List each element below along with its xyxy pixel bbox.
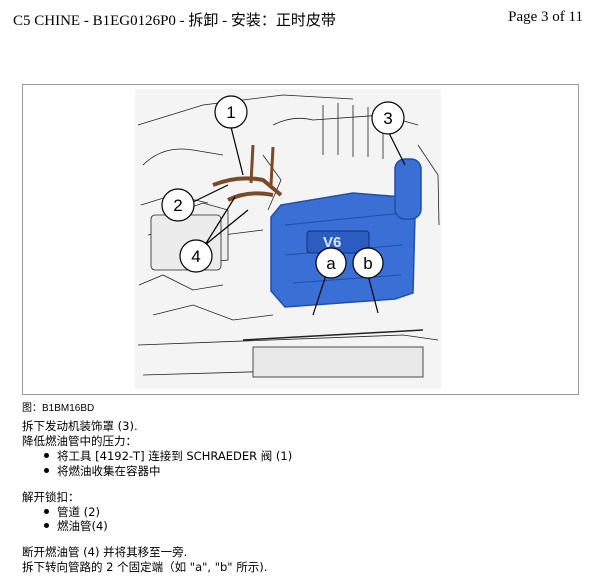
- page-number: Page 3 of 11: [508, 9, 583, 25]
- pipe: [227, 191, 274, 202]
- callout-1: 1: [214, 95, 248, 129]
- callout-3: 3: [371, 101, 405, 135]
- step-remove-cover: 拆下发动机装饰罩 (3).: [22, 419, 138, 433]
- figure-caption: 图：B1BM16BD: [22, 403, 95, 414]
- document-title: C5 CHINE - B1EG0126P0 - 拆卸 - 安装：正时皮带: [13, 13, 336, 29]
- leader-lines: [190, 124, 406, 316]
- cover-cylinder: [394, 158, 422, 220]
- bullet-fuel-pipe: 燃油管(4): [44, 518, 108, 534]
- step-disconnect-fuel-pipe: 断开燃油管 (4) 并将其移至一旁.: [22, 545, 188, 559]
- bullet-dot: [44, 523, 49, 528]
- bullet-dot: [44, 509, 49, 514]
- bullet-connect-tool: 将工具 [4192-T] 连接到 SCHRAEDER 阀 (1): [44, 448, 292, 464]
- svg-text:2: 2: [173, 196, 182, 215]
- callout-a: a: [315, 247, 347, 279]
- svg-text:b: b: [363, 254, 372, 273]
- step-unlock: 解开锁扣：: [22, 490, 80, 504]
- svg-text:4: 4: [191, 247, 200, 266]
- callout-b: b: [352, 247, 384, 279]
- bullet-pipe: 管道 (2): [44, 504, 100, 520]
- bullet-collect-fuel: 将燃油收集在容器中: [44, 463, 161, 479]
- svg-text:a: a: [326, 254, 336, 273]
- bullet-dot: [44, 453, 49, 458]
- fuel-hose: [212, 176, 283, 197]
- bullet-dot: [44, 468, 49, 473]
- callout-4: 4: [179, 239, 213, 273]
- v6-badge-text: V6: [323, 234, 341, 251]
- callout-2: 2: [161, 188, 195, 222]
- engine-figure: V6 1 2 3 4: [22, 84, 579, 395]
- engine-bay-lines: [137, 94, 440, 378]
- svg-text:3: 3: [383, 109, 392, 128]
- step-lower-pressure: 降低燃油管中的压力：: [22, 434, 137, 448]
- engine-illustration: V6 1 2 3 4: [135, 89, 441, 389]
- step-remove-fixings: 拆下转向管路的 2 个固定端（如 "a", "b" 所示).: [22, 560, 268, 574]
- svg-text:1: 1: [226, 103, 235, 122]
